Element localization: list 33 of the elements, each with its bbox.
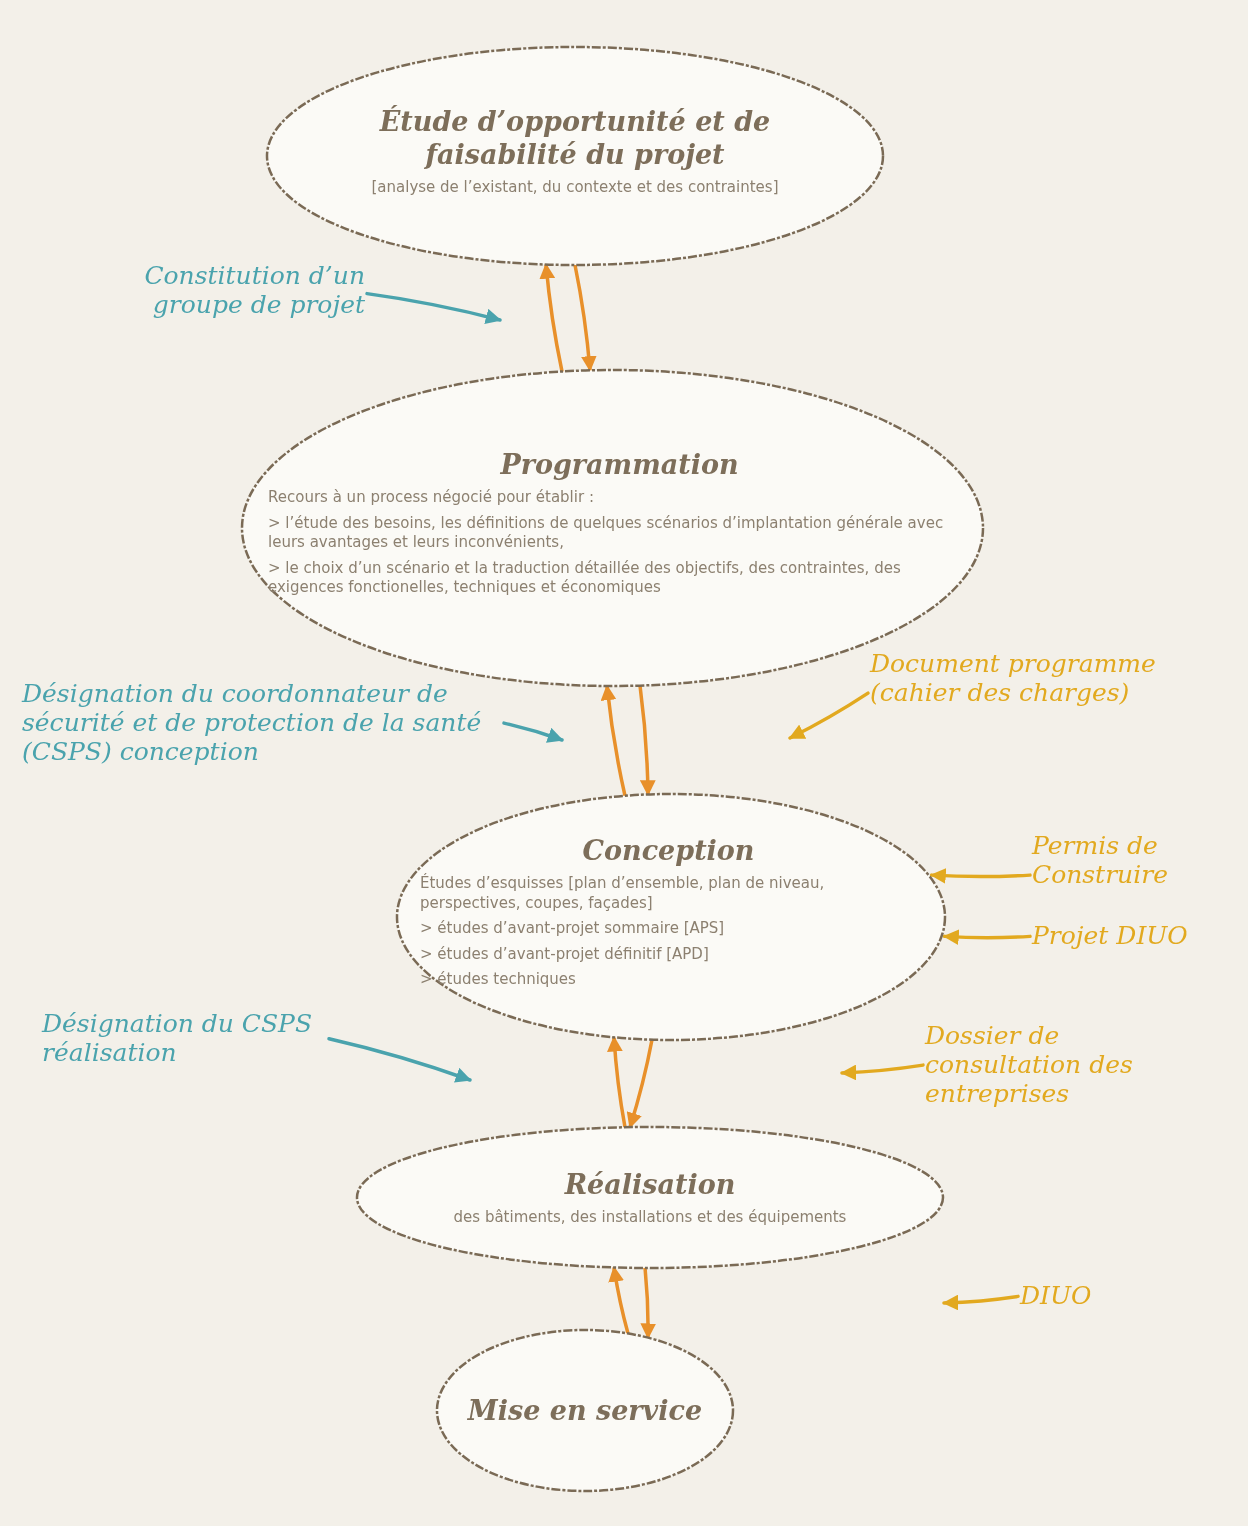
stage-description: Recours à un process négocié pour établir : (268, 488, 595, 508)
stage-description: > le choix d’un scénario et la traduction détaillée des objectifs, des contraintes, des exigences fonctionelles, techniques et économiques (268, 558, 902, 598)
stage-description: > études techniques (420, 970, 577, 990)
arrow (929, 868, 1032, 884)
annotation-text: Document programme (cahier des charges) (870, 650, 1230, 708)
stage-description: des bâtiments, des installations et des équipements (453, 1207, 847, 1228)
arrow (327, 1037, 472, 1083)
annotation-text: Permis de Construire (1032, 832, 1247, 890)
annotation-text: Constitution d’un groupe de projet (135, 262, 365, 320)
stage-title: Conception (582, 834, 755, 869)
arrow (365, 291, 502, 325)
stage-title: Réalisation (564, 1167, 736, 1202)
arrow (840, 1063, 925, 1081)
stage-description: > études d’avant-projet définitif [APD] (420, 944, 710, 965)
annotation-text: Désignation du coordonnateur de sécurité et de protection de la santé (CSPS) conception (22, 680, 502, 767)
stage-description: > études d’avant-projet sommaire [APS] (420, 919, 726, 939)
arrow (502, 721, 564, 743)
annotation-text: DIUO (1020, 1282, 1092, 1311)
arrow (942, 929, 1032, 945)
stage-ellipse (435, 1328, 735, 1493)
annotation-text: Projet DIUO (1032, 922, 1188, 951)
stage-description: > l’étude des besoins, les définitions de quelques scénarios d’implantation générale avec leurs avantages et leurs inconvénients, (268, 513, 945, 553)
stage-description: [analyse de l’existant, du contexte et des contraintes] (371, 178, 779, 198)
stage-title: Étude d’opportunité et de faisabilité du projet (378, 104, 772, 172)
stage-ellipse (265, 45, 885, 267)
stage-description: Études d’esquisses [plan d’ensemble, plan de niveau, perspectives, coupes, façades] (420, 874, 826, 914)
stage-title: Mise en service (467, 1393, 703, 1428)
arrow (788, 691, 870, 740)
stage-title: Programmation (500, 448, 739, 483)
stage-ellipse (355, 1125, 945, 1270)
arrow (942, 1294, 1020, 1311)
annotation-text: Désignation du CSPS réalisation (42, 1010, 327, 1068)
annotation-text: Dossier de consultation des entreprises (925, 1022, 1195, 1109)
